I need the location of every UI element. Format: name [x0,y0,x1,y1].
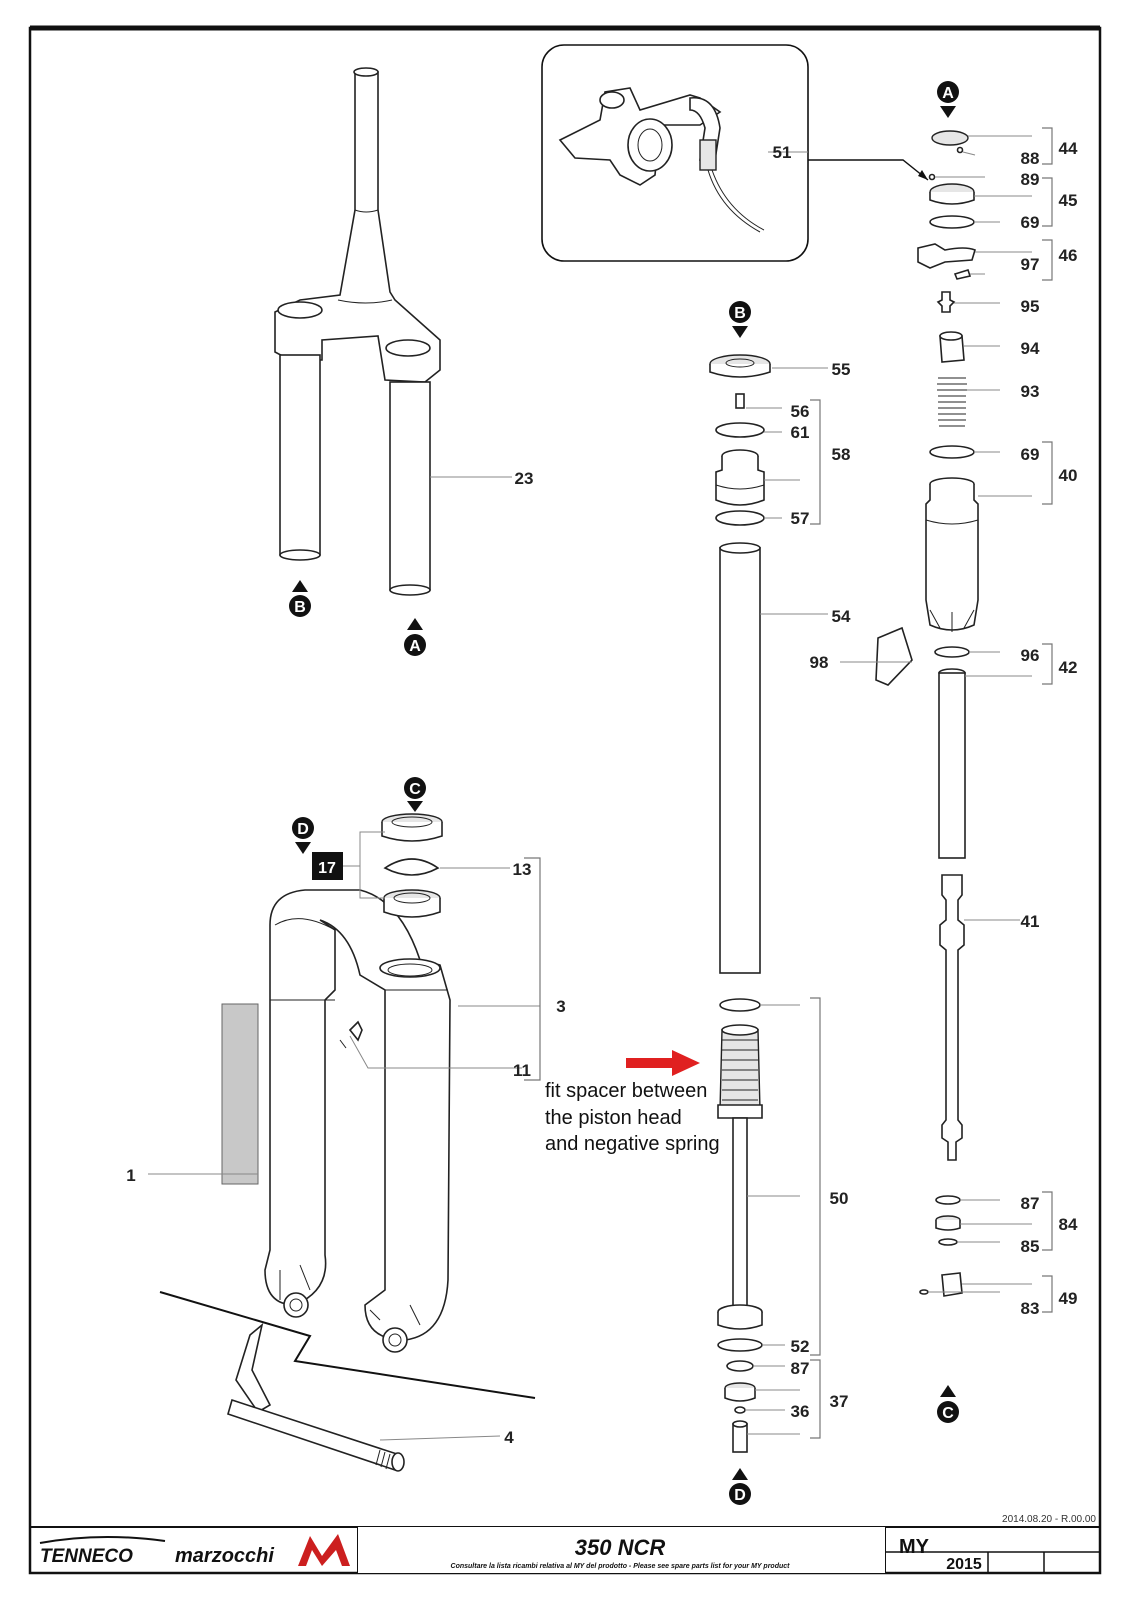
date-revision: 2014.08.20 - R.00.00 [1002,1514,1096,1525]
callout-50: 50 [830,1189,849,1208]
callout-69-top: 69 [1021,213,1040,232]
callout-55: 55 [832,360,851,379]
callout-23: 23 [515,469,534,488]
callout-98: 98 [810,653,829,672]
callout-87-right: 87 [1021,1194,1040,1213]
my-year: 2015 [946,1556,982,1573]
svg-text:B: B [294,599,306,616]
marker-a-bottom: A [404,618,426,656]
callout-56: 56 [791,402,810,421]
callout-83: 83 [1021,1299,1040,1318]
break-line [159,1291,536,1399]
callout-93: 93 [1021,382,1040,401]
callout-84: 84 [1059,1215,1078,1234]
callout-numbers: 1 3 4 11 13 23 51 55 56 61 58 57 54 98 5… [126,139,1078,1447]
red-indicator-arrow [626,1050,700,1076]
callout-61: 61 [791,423,810,442]
seal-kit-parts [381,813,443,918]
damper-assembly [875,130,979,1297]
title-block: 2014.08.20 - R.00.00 TENNECO marzocchi 3… [30,1514,1100,1573]
model-name: 350 NCR [575,1535,666,1560]
marker-c-bottom: C [937,1385,959,1423]
callout-40: 40 [1059,466,1078,485]
air-spring-assembly [709,354,771,1453]
sticker-part-1 [221,1003,259,1185]
callout-94: 94 [1021,339,1040,358]
annotation-line-1: fit spacer between [545,1080,707,1102]
callout-42: 42 [1059,658,1078,677]
brand-marzocchi: marzocchi [175,1545,274,1567]
part-17-box [312,852,343,880]
svg-text:D: D [297,821,309,838]
svg-text:A: A [409,638,421,655]
marker-d-bottom: D [729,1468,751,1505]
crown-steerer-assembly [274,67,441,596]
callout-41: 41 [1021,912,1040,931]
svg-text:D: D [734,1487,746,1504]
callout-96: 96 [1021,646,1040,665]
callout-13: 13 [513,860,532,879]
callout-11: 11 [513,1061,531,1080]
svg-text:A: A [942,85,954,102]
callout-88: 88 [1021,149,1040,168]
callout-87-bottom: 87 [791,1359,810,1378]
spacer-annotation: fit spacer between the piston head and n… [545,1080,720,1155]
remote-lever-inset [541,44,809,262]
leader-lines [148,135,1032,1441]
callout-1: 1 [126,1166,135,1185]
callout-85: 85 [1021,1237,1040,1256]
callout-36: 36 [791,1402,810,1421]
brand-tenneco: TENNECO [40,1546,133,1567]
marker-b-top: B [729,301,751,338]
annotation-line-3: and negative spring [545,1133,720,1155]
svg-text:C: C [942,1405,954,1422]
marzocchi-logo-icon [298,1534,350,1566]
callout-89: 89 [1021,170,1040,189]
group-brackets [524,127,1053,1439]
callout-4: 4 [504,1428,514,1447]
callout-97: 97 [1021,255,1040,274]
marker-d-top: D [292,817,314,854]
my-label: MY [899,1536,930,1558]
remote-lever-part [558,87,765,233]
callout-46: 46 [1059,246,1078,265]
svg-text:C: C [409,781,421,798]
callout-54: 54 [832,607,851,626]
marker-c-top: C [404,777,426,812]
callout-49: 49 [1059,1289,1078,1308]
callout-52: 52 [791,1337,810,1356]
spare-parts-note: Consultare la lista ricambi relativa al … [451,1563,791,1570]
callout-37: 37 [830,1392,849,1411]
thru-axle [227,1322,405,1472]
callout-51: 51 [773,143,792,162]
svg-text:B: B [734,305,746,322]
annotation-line-2: the piston head [545,1107,682,1129]
callout-3: 3 [556,997,565,1016]
callout-95: 95 [1021,297,1040,316]
callout-58: 58 [832,445,851,464]
marker-a-top: A [937,81,959,118]
callout-44: 44 [1059,139,1078,158]
callout-45: 45 [1059,191,1078,210]
callout-57: 57 [791,509,810,528]
lower-legs-assembly [264,889,451,1353]
callout-69-mid: 69 [1021,445,1040,464]
callout-17: 17 [318,860,336,877]
tenneco-swoosh [39,1535,166,1544]
marker-b-bottom: B [289,580,311,617]
